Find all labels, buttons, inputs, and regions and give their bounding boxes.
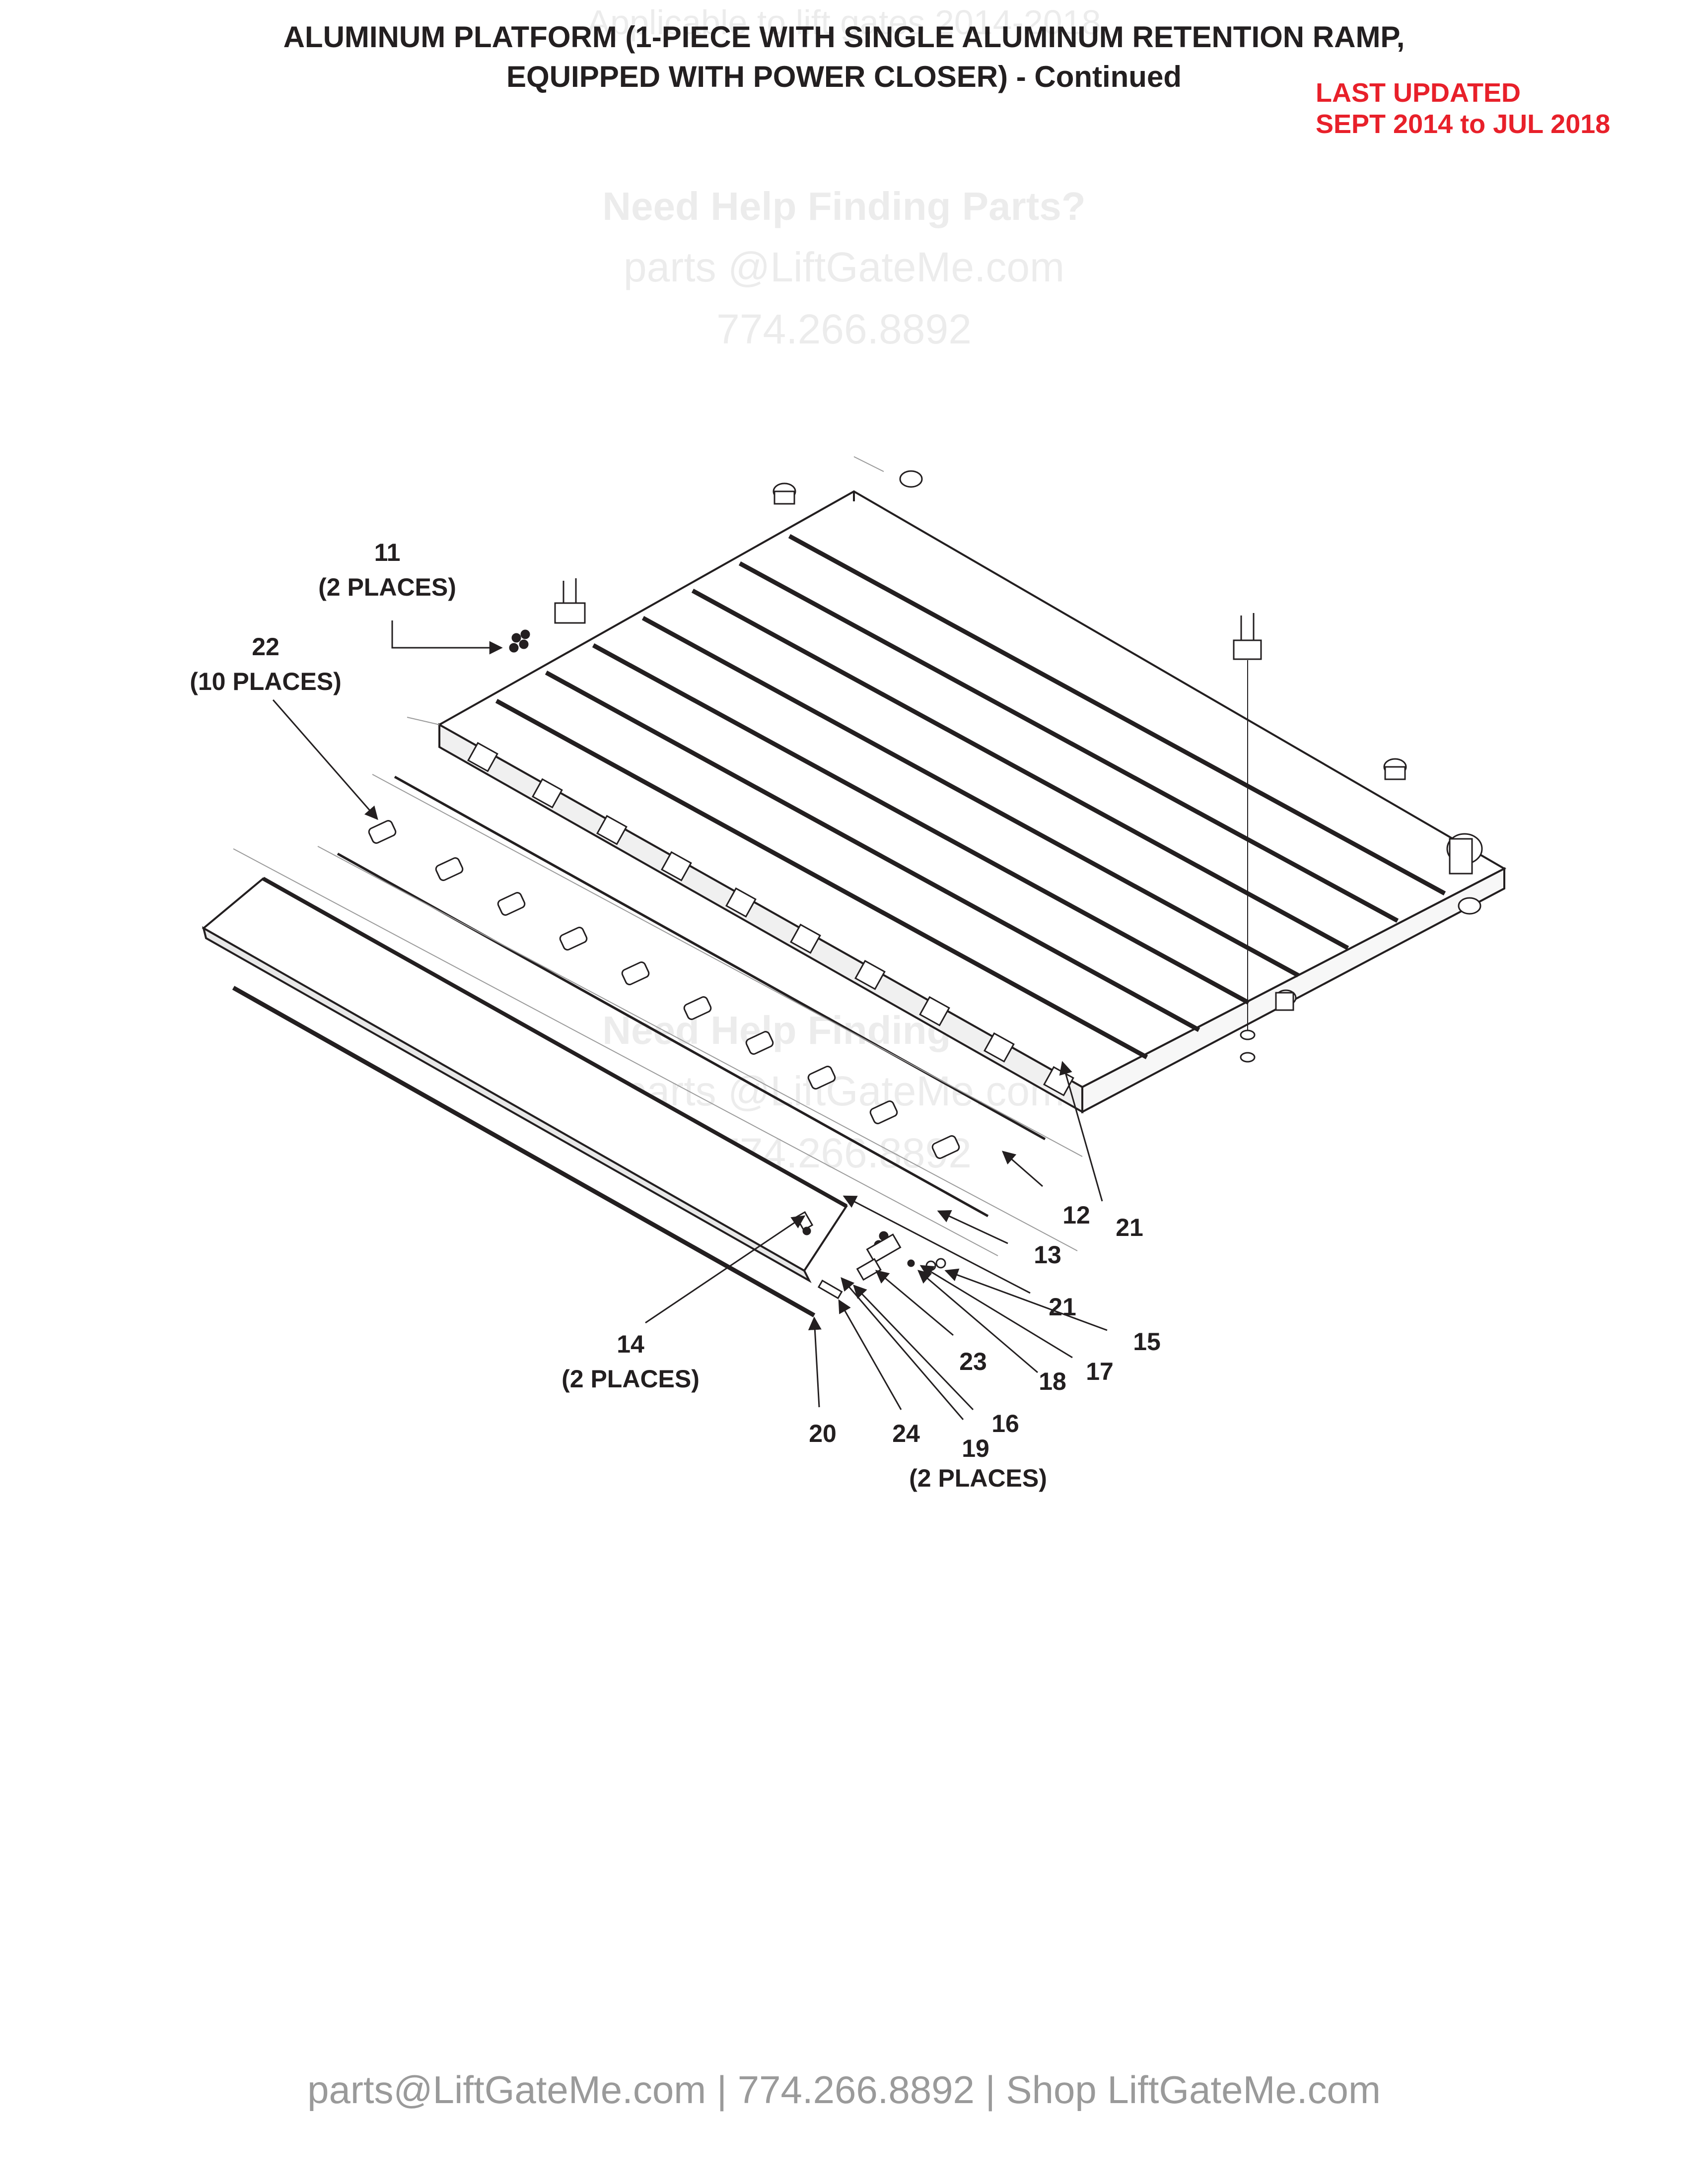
callout-19: 19 [962,1434,989,1462]
callout-22-places: (10 PLACES) [190,668,342,695]
callout-20: 20 [809,1420,837,1447]
callout-14: 14 [617,1330,644,1358]
callout-16: 16 [991,1410,1019,1437]
callout-24: 24 [892,1420,920,1447]
watermark-email: parts @LiftGateMe.com [623,244,1065,290]
footer-contact: parts@LiftGateMe.com | 774.266.8892 | Sh… [307,2068,1381,2112]
callout-15: 15 [1133,1328,1161,1356]
last-updated-label: LAST UPDATED [1316,78,1521,108]
callout-23: 23 [959,1348,987,1375]
page-title-line-2: EQUIPPED WITH POWER CLOSER) - Continued [506,60,1182,93]
watermark-email-2: parts @LiftGateMe.com [623,1068,1065,1114]
watermark-heading: Need Help Finding Parts? [602,184,1086,228]
last-updated-range: SEPT 2014 to JUL 2018 [1316,109,1611,139]
callout-17: 17 [1086,1358,1114,1385]
platform-slats [495,534,1446,1059]
bolt-assembly-11 [509,578,586,653]
platform-mount-pins [773,470,1483,1011]
bolt-assembly-right [1233,613,1262,1063]
callout-14-places: (2 PLACES) [562,1365,700,1393]
exploded-guide-lines [233,456,1083,1256]
retention-ramp [202,877,848,1283]
ramp-bar-20 [232,986,816,1317]
watermark-phone: 774.266.8892 [716,306,972,352]
bushings-22 [368,820,960,1159]
page-title-line-1: ALUMINUM PLATFORM (1-PIECE WITH SINGLE A… [283,20,1405,54]
callout-22: 22 [252,633,280,661]
callout-21-upper: 21 [1116,1214,1143,1241]
platform-deck [437,490,1507,1114]
callout-21-lower: 21 [1049,1293,1076,1321]
callout-12: 12 [1062,1201,1090,1229]
callout-11-places: (2 PLACES) [318,573,456,601]
watermark-top-note: Applicable to lift gates 2014-2018 [587,3,1101,42]
callout-19-places: (2 PLACES) [909,1464,1047,1492]
callout-18: 18 [1039,1367,1066,1395]
callout-13: 13 [1034,1241,1061,1269]
callout-leaders [272,620,1108,1420]
callout-11: 11 [374,539,401,566]
